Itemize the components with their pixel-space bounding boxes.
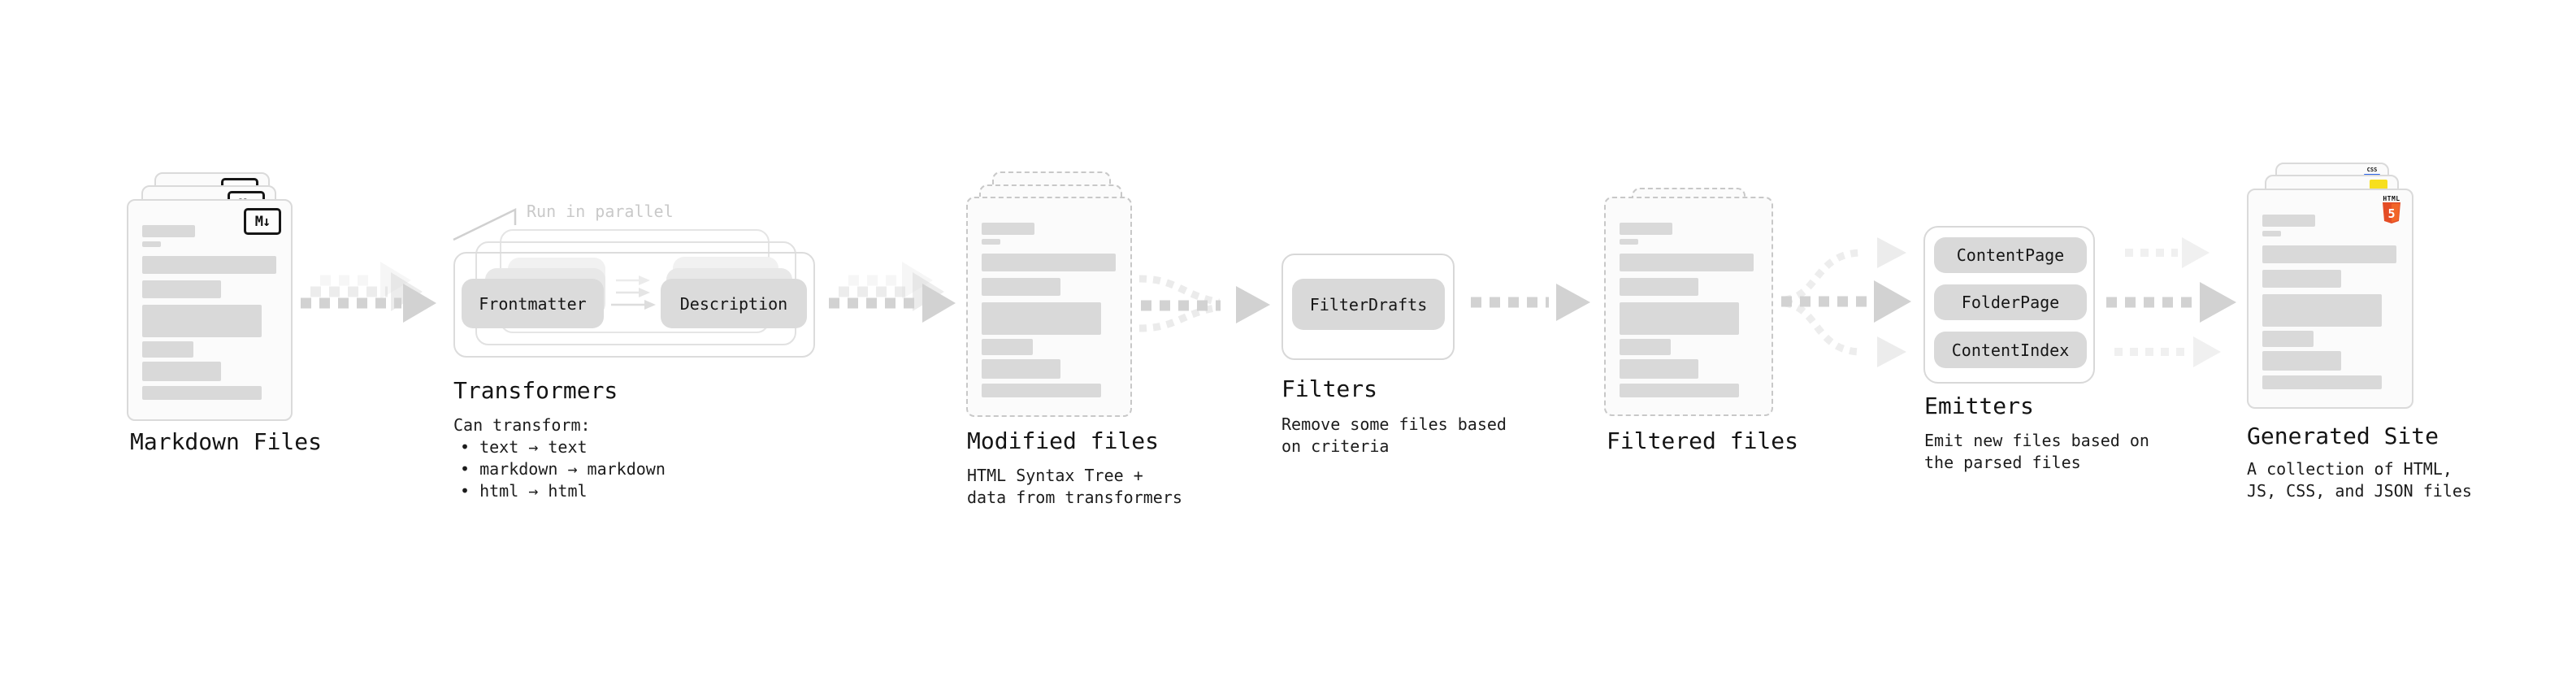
generated-site-description: A collection of HTML, JS, CSS, and JSON … — [2247, 458, 2472, 502]
generated-site-label: Generated Site — [2247, 423, 2439, 449]
filterdrafts-pill: FilterDrafts — [1292, 279, 1445, 330]
folderpage-pill: FolderPage — [1934, 284, 2087, 320]
arrow-filtered-to-emitters — [1781, 237, 1911, 367]
arrow-emitters-to-generated — [2106, 237, 2236, 367]
html5-icon: HTML 5 — [2380, 196, 2403, 228]
arrow-filters-to-filtered — [1471, 284, 1590, 321]
transformers-bullet: • html → html — [460, 481, 588, 501]
placeholder-line — [2262, 231, 2281, 236]
frontmatter-pill: Frontmatter — [462, 279, 604, 328]
filters-desc-line: on criteria — [1281, 436, 1390, 456]
placeholder-line — [142, 386, 262, 400]
arrow-modified-to-filters — [1138, 275, 1270, 332]
arrow-transformers-to-modified — [829, 262, 956, 323]
placeholder-line — [982, 339, 1033, 355]
placeholder-line — [2262, 215, 2315, 227]
placeholder-line — [2262, 294, 2382, 327]
placeholder-line — [2262, 270, 2341, 288]
placeholder-line — [142, 341, 193, 358]
modified-desc-line: data from transformers — [967, 488, 1182, 507]
transformers-description: Can transform: • text → text • markdown … — [453, 414, 666, 502]
filters-label: Filters — [1281, 375, 1378, 402]
modified-files-label: Modified files — [967, 427, 1160, 454]
transformers-frame-front — [453, 252, 815, 358]
markdown-icon: M↓ — [244, 208, 281, 235]
placeholder-line — [1620, 302, 1739, 335]
placeholder-line — [1620, 278, 1698, 296]
placeholder-line — [2262, 351, 2341, 371]
placeholder-line — [1620, 359, 1698, 379]
filtered-file-card-front — [1604, 197, 1773, 416]
placeholder-line — [142, 225, 195, 237]
placeholder-line — [982, 239, 1000, 245]
placeholder-line — [2262, 331, 2314, 347]
run-in-parallel-annotation: Run in parallel — [527, 202, 674, 221]
transformers-bullet: • markdown → markdown — [460, 459, 666, 479]
placeholder-line — [2262, 245, 2396, 263]
placeholder-line — [1620, 339, 1671, 355]
placeholder-line — [142, 280, 221, 298]
generated-card-html: HTML 5 — [2247, 189, 2413, 409]
generated-desc-line: JS, CSS, and JSON files — [2247, 481, 2472, 501]
modified-files-description: HTML Syntax Tree + data from transformer… — [967, 465, 1182, 509]
description-pill: Description — [661, 279, 807, 328]
emitters-label: Emitters — [1924, 393, 2034, 419]
placeholder-line — [982, 278, 1060, 296]
transformers-bullet: • text → text — [460, 437, 588, 457]
filtered-files-label: Filtered files — [1607, 427, 1799, 454]
contentindex-pill: ContentIndex — [1934, 332, 2087, 368]
modified-desc-line: HTML Syntax Tree + — [967, 466, 1143, 485]
placeholder-line — [982, 359, 1060, 379]
placeholder-line — [142, 256, 276, 274]
svg-text:5: 5 — [2387, 206, 2395, 221]
placeholder-line — [1620, 254, 1754, 271]
placeholder-line — [982, 302, 1101, 335]
generated-desc-line: A collection of HTML, — [2247, 459, 2452, 479]
modified-file-card-front — [966, 197, 1132, 417]
placeholder-line — [1620, 239, 1638, 245]
placeholder-line — [1620, 223, 1672, 235]
markdown-file-card-front: M↓ — [127, 199, 293, 421]
placeholder-line — [142, 305, 262, 337]
arrow-markdown-to-transformers — [301, 262, 436, 323]
placeholder-line — [142, 241, 161, 247]
contentpage-pill: ContentPage — [1934, 237, 2087, 273]
markdown-files-label: Markdown Files — [130, 428, 323, 455]
transformer-step-arrows — [611, 275, 656, 310]
placeholder-line — [142, 362, 221, 381]
placeholder-line — [982, 223, 1034, 235]
placeholder-line — [1620, 384, 1739, 397]
run-in-parallel-leader-line — [453, 208, 517, 241]
filters-desc-line: Remove some files based — [1281, 414, 1507, 434]
placeholder-line — [2262, 375, 2382, 389]
transformers-label: Transformers — [453, 377, 618, 404]
transformers-desc-intro: Can transform: — [453, 415, 591, 435]
emitters-description: Emit new files based on the parsed files — [1924, 430, 2149, 474]
emitters-desc-line: the parsed files — [1924, 453, 2081, 472]
emitters-desc-line: Emit new files based on — [1924, 431, 2149, 450]
js-icon — [2370, 180, 2387, 189]
filters-description: Remove some files based on criteria — [1281, 414, 1507, 458]
placeholder-line — [982, 384, 1101, 397]
placeholder-line — [982, 254, 1116, 271]
